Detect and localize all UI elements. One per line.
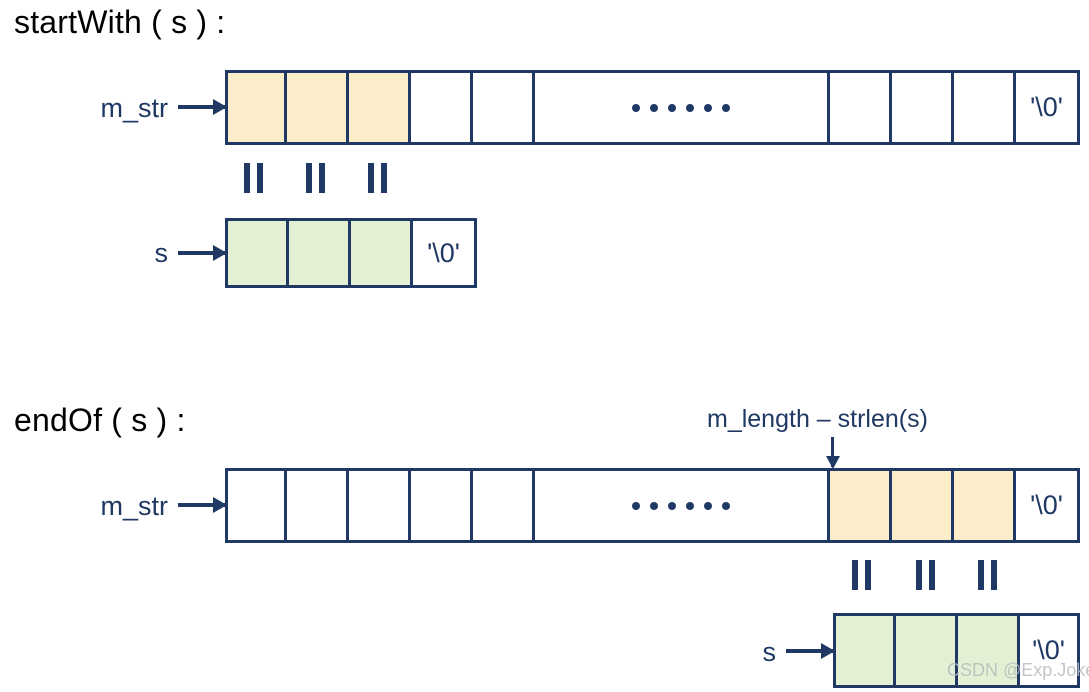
array-m-str-startwith: '\0'	[225, 70, 1080, 145]
array-cell	[830, 73, 892, 142]
array-cell	[954, 73, 1016, 142]
array-cell	[411, 73, 473, 142]
section-title-endof: endOf ( s ) :	[14, 402, 186, 438]
pointer-label-m-str-2: m_str	[100, 491, 169, 521]
array-m-str-endof: '\0'	[225, 468, 1080, 543]
equality-mark	[852, 560, 871, 590]
array-cell	[954, 471, 1016, 540]
pointer-label-s-2: s	[762, 637, 777, 667]
ellipsis-dots-icon	[632, 103, 730, 112]
array-cell	[228, 471, 287, 540]
pointer-arrow-s-1	[178, 251, 225, 255]
array-cell	[473, 471, 535, 540]
array-cell	[289, 221, 351, 285]
annotation-m-length-minus-strlen: m_length – strlen(s)	[707, 405, 928, 433]
watermark: CSDN @Exp.Joker	[947, 660, 1089, 680]
array-cell	[349, 73, 411, 142]
pointer-label-s-1: s	[154, 238, 169, 268]
pointer-arrow-s-2	[786, 649, 833, 653]
array-cell-null-terminator: '\0'	[1016, 471, 1077, 540]
array-cell-null-terminator: '\0'	[413, 221, 474, 285]
array-s-startwith: '\0'	[225, 218, 477, 288]
pointer-arrow-m-str-2	[178, 503, 225, 507]
array-cell	[892, 73, 954, 142]
array-cell-ellipsis	[535, 73, 830, 142]
array-cell	[830, 471, 892, 540]
array-cell	[896, 616, 958, 685]
pointer-arrow-m-str-1	[178, 105, 225, 109]
array-cell	[473, 73, 535, 142]
array-cell	[287, 73, 349, 142]
array-cell	[287, 471, 349, 540]
equality-mark	[368, 163, 387, 193]
array-cell-null-terminator: '\0'	[1016, 73, 1077, 142]
array-cell	[411, 471, 473, 540]
equality-mark	[916, 560, 935, 590]
section-title-startwith: startWith ( s ) :	[14, 4, 226, 40]
array-cell	[351, 221, 413, 285]
equality-mark	[244, 163, 263, 193]
array-cell	[958, 616, 1020, 685]
equality-mark	[978, 560, 997, 590]
array-cell	[892, 471, 954, 540]
array-cell	[228, 221, 289, 285]
array-cell	[836, 616, 896, 685]
array-cell	[228, 73, 287, 142]
array-cell-null-terminator: '\0'	[1020, 616, 1077, 685]
array-cell-ellipsis	[535, 471, 830, 540]
ellipsis-dots-icon	[632, 501, 730, 510]
pointer-label-m-str-1: m_str	[100, 93, 169, 123]
annotation-arrow-down-icon	[831, 437, 834, 467]
equality-mark	[306, 163, 325, 193]
array-cell	[349, 471, 411, 540]
array-s-endof: '\0'	[833, 613, 1080, 688]
